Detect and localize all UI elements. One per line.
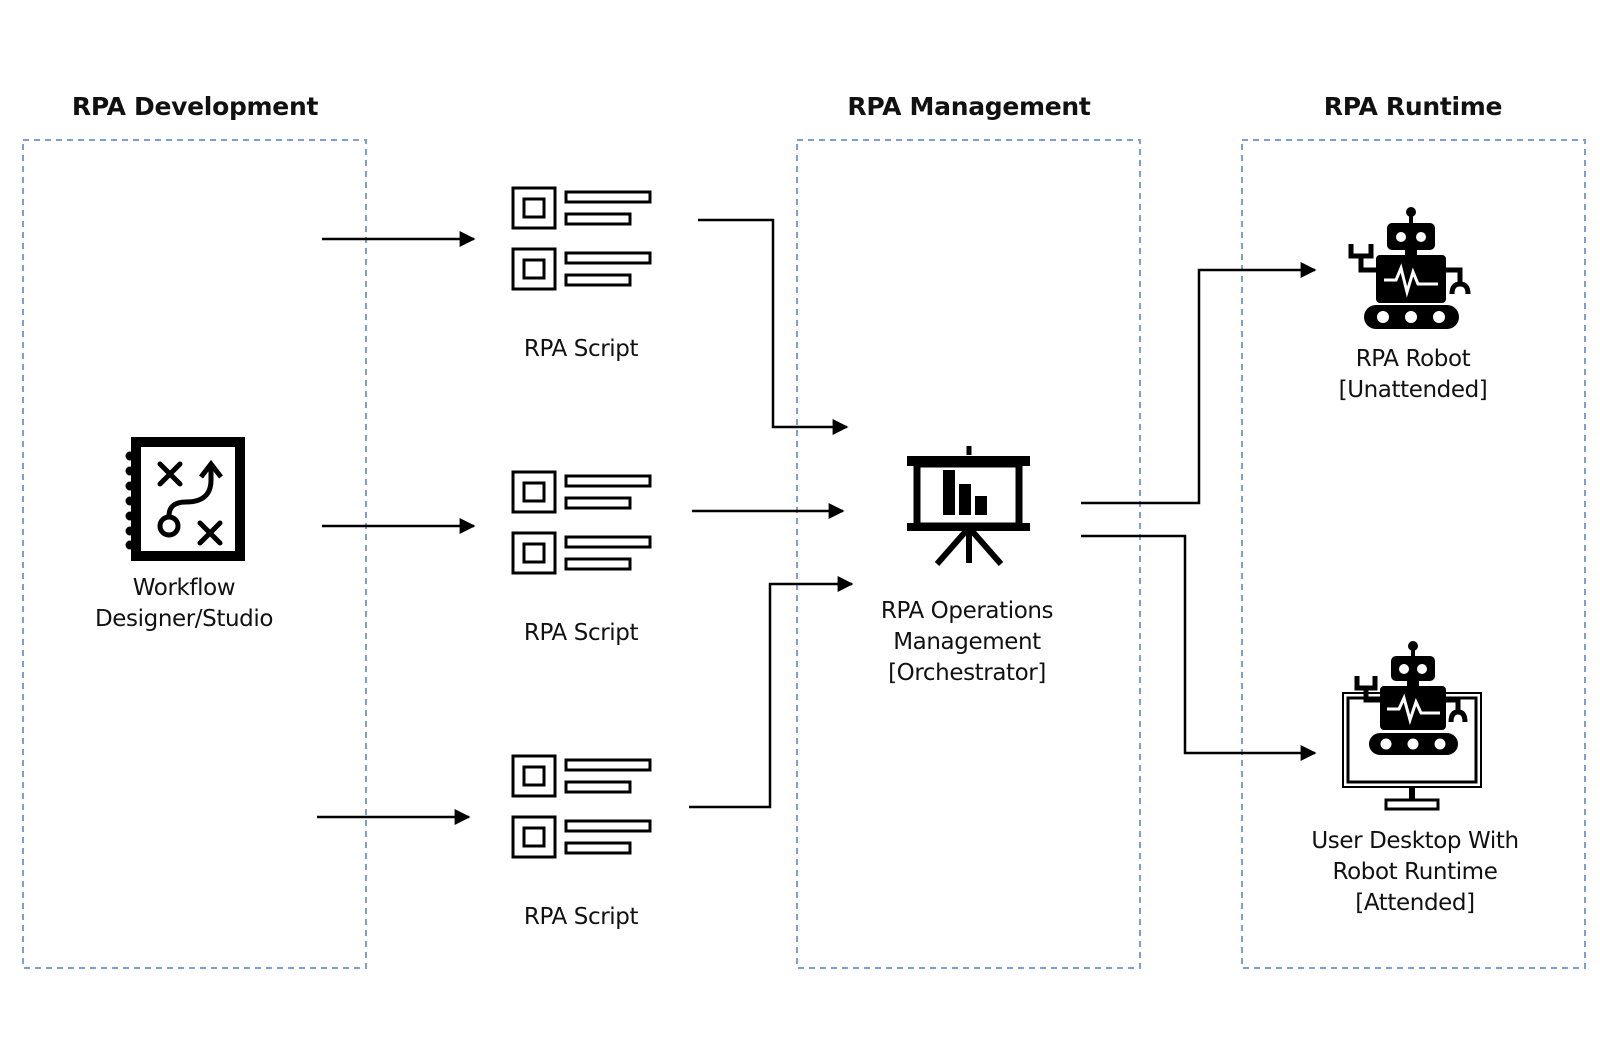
- workflow-designer-label: Workflow Designer/Studio: [95, 573, 273, 635]
- unattended-robot-label-line-2: [Unattended]: [1338, 377, 1488, 403]
- orchestrator-label-line-2: Management: [893, 629, 1041, 655]
- desktop-robot-icon: [1342, 641, 1482, 811]
- management-section-title: RPA Management: [847, 92, 1091, 121]
- arrow-script-1-to-orchestrator: [698, 218, 849, 435]
- script-1-label: RPA Script: [523, 336, 639, 362]
- presentation-board-icon: [907, 446, 1030, 566]
- workflow-designer-label-line-2: Designer/Studio: [94, 606, 274, 632]
- workflow-designer-label-line-1: Workflow: [132, 575, 236, 601]
- robot-icon: [1348, 207, 1471, 329]
- arrow-orchestrator-to-unattended-robot: [1081, 262, 1317, 505]
- development-panel: [22, 139, 367, 969]
- runtime-panel: [1241, 139, 1586, 969]
- arrow-script-3-to-orchestrator: [689, 576, 854, 809]
- script-3-label: RPA Script: [523, 904, 639, 930]
- runtime-section-title: RPA Runtime: [1323, 92, 1503, 121]
- workflow-designer-icon: [125, 437, 245, 561]
- attended-desktop-label-line-3: [Attended]: [1355, 890, 1475, 916]
- arrow-orchestrator-to-attended-desktop: [1081, 534, 1317, 761]
- orchestrator-label-line-1: RPA Operations: [880, 598, 1054, 624]
- attended-desktop-label-line-2: Robot Runtime: [1332, 859, 1498, 885]
- script-2-label: RPA Script: [523, 620, 639, 646]
- script-icon: [511, 186, 652, 291]
- orchestrator-label: RPA Operations Management [Orchestrator]: [880, 596, 1054, 689]
- attended-desktop-label-line-1: User Desktop With: [1311, 828, 1519, 854]
- attended-desktop-label: User Desktop With Robot Runtime [Attende…: [1311, 826, 1519, 919]
- unattended-robot-label: RPA Robot [Unattended]: [1339, 344, 1488, 406]
- development-section-title: RPA Development: [71, 92, 319, 121]
- script-icon: [511, 470, 652, 575]
- orchestrator-label-line-3: [Orchestrator]: [888, 660, 1046, 686]
- management-panel: [796, 139, 1141, 969]
- unattended-robot-label-line-1: RPA Robot: [1355, 346, 1471, 372]
- script-icon: [511, 754, 652, 859]
